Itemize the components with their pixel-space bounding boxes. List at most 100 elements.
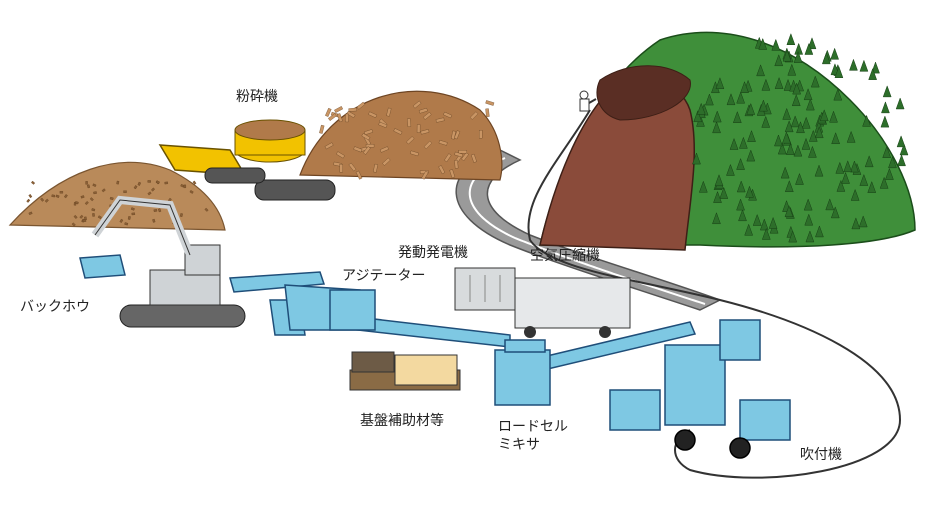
wood-chip — [356, 101, 366, 110]
wood-chip — [147, 180, 151, 183]
wood-chip — [407, 118, 412, 127]
tree-icon — [835, 161, 845, 174]
wood-chip — [454, 130, 461, 140]
wood-chip — [386, 107, 392, 117]
tree-icon — [862, 114, 871, 127]
tree-icon — [759, 218, 769, 231]
wood-chip — [416, 124, 421, 133]
tree-icon — [803, 198, 813, 211]
wood-chip — [382, 157, 391, 166]
wood-chip — [28, 211, 33, 216]
tree-icon — [752, 213, 762, 226]
wood-chip — [86, 184, 91, 189]
wood-chip — [131, 212, 136, 216]
tree-icon — [819, 109, 829, 122]
wood-chip — [438, 165, 446, 175]
wood-chip — [336, 151, 345, 159]
loadcell-mixer-label-line2: ミキサ — [498, 437, 540, 453]
wood-chip — [336, 113, 343, 123]
tree-icon — [859, 173, 869, 186]
tree-icon — [805, 230, 815, 243]
tree-icon — [882, 85, 892, 98]
wood-chip — [454, 159, 459, 169]
wood-chip — [164, 181, 169, 185]
tree-icon — [859, 59, 869, 72]
loadcell-mixer-machine — [494, 339, 551, 406]
compressor-machine — [514, 277, 631, 338]
tree-icon — [777, 142, 787, 155]
wood-chip — [348, 162, 357, 172]
wood-chip — [471, 153, 477, 163]
wood-chip — [133, 185, 138, 190]
tree-icon — [804, 213, 814, 226]
worker-icon — [579, 90, 597, 112]
tree-icon — [738, 209, 747, 222]
wood-chip — [179, 213, 183, 217]
backhoe-machine — [91, 195, 246, 328]
tree-icon — [783, 78, 793, 91]
tree-icon — [801, 116, 811, 129]
tree-icon — [880, 115, 890, 128]
wood-chip — [59, 191, 64, 194]
wood-chip — [192, 180, 197, 185]
sprayer-label: 吹付機 — [800, 447, 842, 463]
wood-chip — [147, 191, 152, 196]
tree-icon — [825, 198, 835, 211]
tree-icon — [698, 180, 708, 193]
chip-texture — [26, 100, 495, 227]
tree-icon — [821, 52, 831, 65]
wood-chip — [485, 108, 490, 118]
tree-icon — [897, 154, 906, 167]
wood-chip — [461, 152, 469, 162]
tree-icon — [774, 134, 783, 147]
wood-chip — [418, 107, 428, 114]
agitator-label: アジテーター — [342, 268, 426, 284]
tree-icon — [791, 94, 801, 107]
tree-icon — [829, 110, 838, 123]
wood-chip — [334, 106, 344, 113]
tree-icon — [814, 164, 824, 177]
wood-chip — [124, 222, 129, 226]
wood-chip — [353, 146, 363, 153]
tree-icon — [729, 137, 739, 150]
wood-chip — [479, 130, 483, 139]
wood-chip — [406, 136, 415, 145]
tree-icon — [756, 64, 765, 77]
wood-chip — [155, 180, 160, 184]
wood-chip — [74, 201, 79, 205]
tree-icon — [834, 65, 844, 78]
wood-chip — [116, 180, 120, 185]
tree-icon — [808, 129, 818, 142]
wood-chip — [89, 197, 94, 202]
tree-icon — [719, 186, 729, 199]
tree-icon — [830, 206, 840, 219]
tree-icon — [774, 76, 784, 89]
base-material-pallets — [349, 351, 461, 391]
wood-chip — [423, 140, 433, 150]
wood-chip — [339, 164, 343, 173]
tree-icon — [736, 198, 745, 211]
log-pile — [299, 90, 503, 181]
wood-chip — [137, 181, 141, 186]
wood-chip — [379, 146, 389, 153]
tree-icon — [740, 81, 749, 93]
tree-icon — [850, 188, 860, 201]
wood-chip — [40, 197, 45, 202]
agitator-machine — [329, 289, 376, 331]
wood-chip — [412, 100, 422, 109]
tree-icon — [712, 121, 721, 134]
tree-icon — [849, 58, 858, 71]
wood-chip — [130, 207, 135, 211]
tree-icon — [771, 38, 781, 51]
tree-icon — [885, 167, 894, 180]
wood-chip — [361, 133, 371, 141]
wood-chip — [485, 100, 495, 106]
wood-chip — [183, 184, 187, 189]
wood-chip — [444, 153, 452, 163]
tree-icon — [714, 174, 724, 187]
tree-icon — [787, 63, 797, 76]
wood-chip-pile-left — [8, 161, 226, 231]
tree-icon — [732, 110, 742, 123]
tree-icon — [739, 136, 748, 149]
wood-chip — [355, 170, 363, 180]
